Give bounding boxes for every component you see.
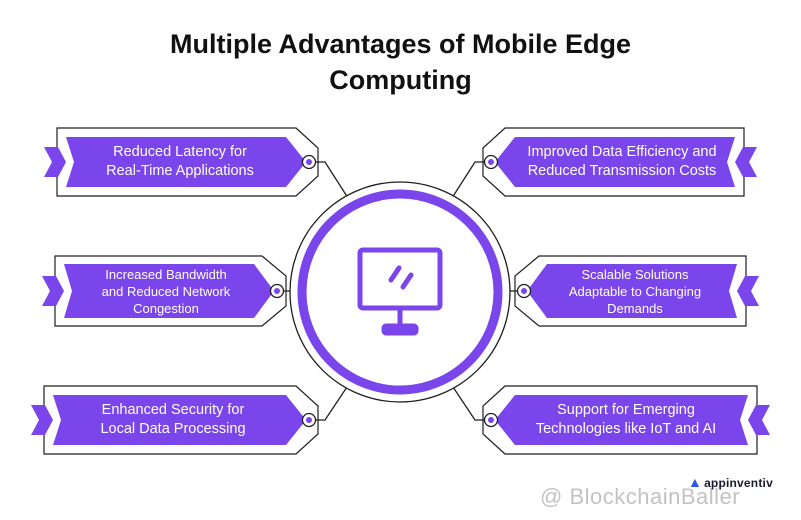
node-dot xyxy=(488,159,494,165)
label-line: Enhanced Security for xyxy=(101,402,245,418)
label-line: Congestion xyxy=(133,300,199,316)
node-dot xyxy=(521,288,527,294)
page-title: Multiple Advantages of Mobile Edge Compu… xyxy=(0,26,801,98)
card-bottom-left xyxy=(31,385,319,455)
card-bottom-right xyxy=(482,385,770,455)
card-middle-right xyxy=(514,255,759,327)
node-dot xyxy=(306,159,312,165)
brand-name: appinventiv xyxy=(704,476,773,490)
label-line: Local Data Processing xyxy=(100,421,246,437)
watermark: @ BlockchainBaller xyxy=(540,484,740,510)
node-dot xyxy=(306,417,312,423)
label-line: Technologies like IoT and AI xyxy=(535,421,717,437)
card-top-left xyxy=(44,127,319,197)
label-line: Demands xyxy=(607,300,663,316)
label-line: Reduced Transmission Costs xyxy=(527,163,717,179)
label-line: and Reduced Network xyxy=(101,283,231,299)
label-line: Increased Bandwidth xyxy=(105,266,227,282)
label-line: Reduced Latency for xyxy=(113,144,247,160)
title-line-2: Computing xyxy=(329,65,472,95)
brand-logo: ▲appinventiv xyxy=(688,474,773,490)
card-top-right xyxy=(482,127,757,197)
label-line: Improved Data Efficiency and xyxy=(527,144,717,160)
node-dot xyxy=(274,288,280,294)
monitor-icon xyxy=(357,247,443,336)
center-circle xyxy=(297,189,503,395)
label-line: Adaptable to Changing xyxy=(568,283,702,299)
brand-mark-icon: ▲ xyxy=(688,474,703,490)
watermark-text: @ BlockchainBaller xyxy=(540,484,741,509)
node-dot xyxy=(488,417,494,423)
label-line: Support for Emerging xyxy=(557,402,695,418)
label-line: Real-Time Applications xyxy=(106,163,254,179)
label-line: Scalable Solutions xyxy=(581,266,689,282)
title-line-1: Multiple Advantages of Mobile Edge xyxy=(169,29,632,59)
card-middle-left xyxy=(42,255,287,327)
